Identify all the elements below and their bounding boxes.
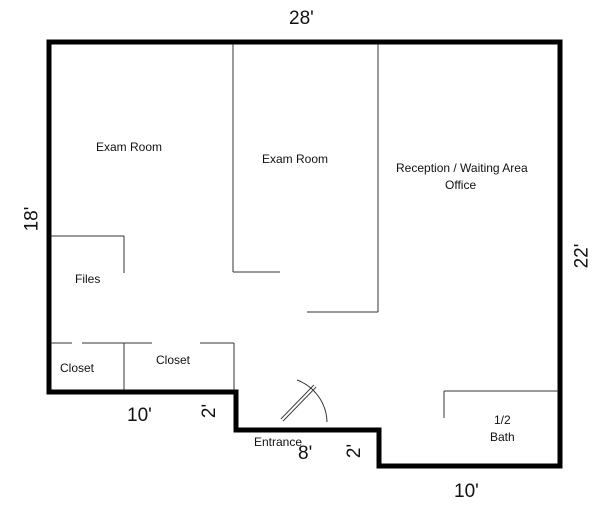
closet-label: Closet	[156, 353, 191, 367]
dimension-step-left: 2'	[199, 403, 221, 419]
closet-label: Closet	[60, 361, 95, 375]
dimension-right: 22'	[571, 243, 593, 269]
exterior-wall	[46, 39, 563, 469]
files-label: Files	[75, 272, 101, 286]
dimension-step-right: 2'	[344, 443, 366, 459]
dimension-bottom-middle: 8'	[298, 443, 313, 464]
entrance-label: Entrance	[254, 435, 303, 449]
reception-label: Reception / Waiting Area	[396, 161, 528, 175]
dimension-left: 18'	[21, 206, 43, 232]
entrance-door	[280, 379, 328, 423]
dimension-bottom-right: 10'	[454, 481, 479, 502]
office-label: Office	[445, 178, 477, 192]
bath-label: 1/2	[494, 413, 511, 427]
dimension-top: 28'	[289, 8, 314, 29]
exam-room-label: Exam Room	[262, 152, 329, 166]
exam-room-label: Exam Room	[96, 140, 163, 154]
interior-partitions	[51, 44, 558, 418]
dimension-bottom-left: 10'	[127, 405, 152, 426]
bath-label: Bath	[490, 430, 515, 444]
